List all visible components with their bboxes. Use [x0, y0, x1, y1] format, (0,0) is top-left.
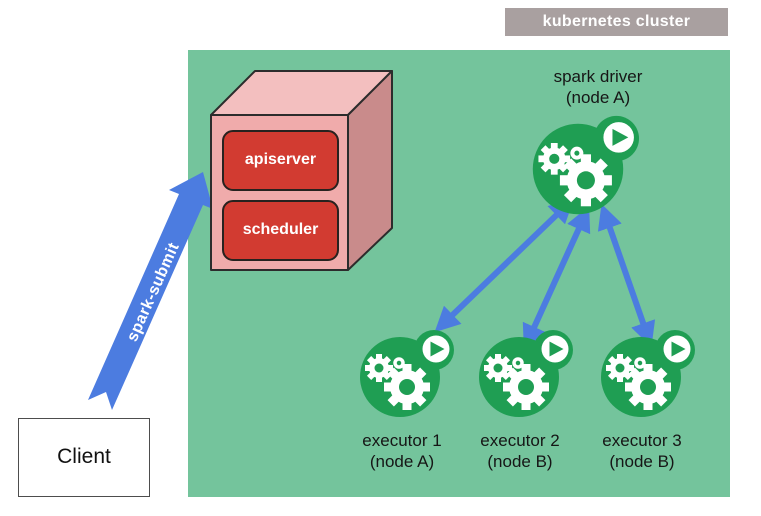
executor-2-name: executor 2 [480, 431, 560, 450]
apiserver-box: apiserver [222, 130, 339, 191]
kubernetes-cluster-label: kubernetes cluster [505, 8, 728, 36]
spark-driver-node: (node A) [565, 88, 631, 107]
executor-3-name: executor 3 [602, 431, 682, 450]
executor-1-icon [358, 328, 456, 419]
executor-2-node: (node B) [487, 452, 553, 471]
scheduler-box: scheduler [222, 200, 339, 261]
executor-1-name: executor 1 [362, 431, 442, 450]
executor-3-icon [599, 328, 697, 419]
spark-driver-label: spark driver (node A) [516, 66, 680, 108]
spark-driver-name: spark driver [553, 67, 643, 86]
driver-executor-arrows [434, 197, 656, 350]
executor-2-label: executor 2 (node B) [438, 430, 602, 472]
client-box: Client [18, 418, 150, 497]
spark-driver-icon [530, 113, 641, 217]
executor-1-label: executor 1 (node A) [320, 430, 484, 472]
executor-3-label: executor 3 (node B) [560, 430, 724, 472]
spark-submit-arrow: spark-submit [88, 172, 213, 410]
executor-2-icon [477, 328, 575, 419]
executor-3-node: (node B) [609, 452, 675, 471]
executor-1-node: (node A) [369, 452, 435, 471]
